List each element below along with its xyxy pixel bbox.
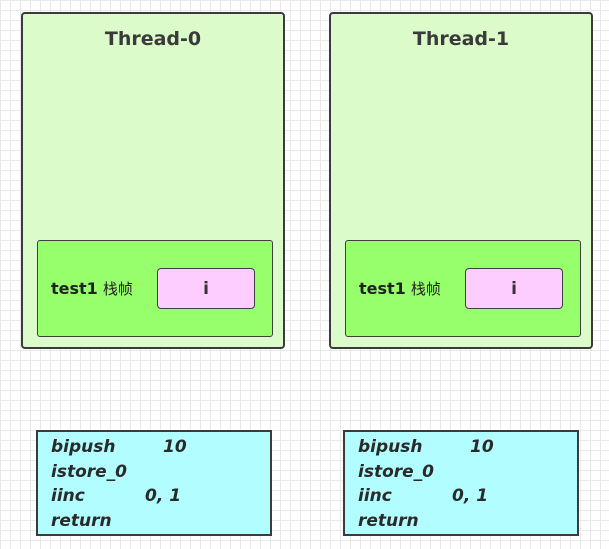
method-name: test1 bbox=[51, 279, 98, 298]
bytecode-arg: 0, 1 bbox=[145, 486, 182, 506]
bytecode-line: istore_0 bbox=[51, 460, 270, 485]
local-variable-box: i bbox=[157, 268, 255, 309]
bytecode-box-0: bipush 10 istore_0 iinc 0, 1 return bbox=[36, 430, 272, 536]
local-variable-box: i bbox=[465, 268, 563, 309]
stack-frame-label: test1 栈帧 bbox=[359, 278, 441, 299]
bytecode-line: istore_0 bbox=[358, 460, 577, 485]
frame-label-text: 栈帧 bbox=[410, 280, 441, 298]
frame-label-text: 栈帧 bbox=[102, 280, 133, 298]
method-name: test1 bbox=[359, 279, 406, 298]
bytecode-op: istore_0 bbox=[51, 461, 127, 482]
bytecode-arg: 10 bbox=[470, 437, 494, 457]
bytecode-line: return bbox=[51, 509, 270, 534]
bytecode-op: return bbox=[358, 510, 419, 531]
stack-frame-label: test1 栈帧 bbox=[51, 278, 133, 299]
bytecode-op: bipush bbox=[358, 437, 423, 457]
thread-1-box: Thread-1 test1 栈帧 i bbox=[329, 12, 593, 349]
bytecode-arg: 0, 1 bbox=[452, 486, 489, 506]
bytecode-op: bipush bbox=[51, 437, 116, 457]
bytecode-line: iinc 0, 1 bbox=[358, 484, 577, 509]
bytecode-line: iinc 0, 1 bbox=[51, 484, 270, 509]
bytecode-op: iinc bbox=[51, 486, 85, 506]
bytecode-op: iinc bbox=[358, 486, 392, 506]
bytecode-box-1: bipush 10 istore_0 iinc 0, 1 return bbox=[343, 430, 579, 536]
thread-title: Thread-0 bbox=[104, 28, 202, 50]
bytecode-arg: 10 bbox=[163, 437, 187, 457]
thread-title: Thread-1 bbox=[412, 28, 510, 50]
stack-frame: test1 栈帧 i bbox=[37, 240, 273, 337]
bytecode-line: bipush 10 bbox=[51, 435, 270, 460]
bytecode-op: istore_0 bbox=[358, 461, 434, 482]
thread-0-box: Thread-0 test1 栈帧 i bbox=[21, 12, 285, 349]
bytecode-line: return bbox=[358, 509, 577, 534]
bytecode-line: bipush 10 bbox=[358, 435, 577, 460]
stack-frame: test1 栈帧 i bbox=[345, 240, 581, 337]
bytecode-op: return bbox=[51, 510, 112, 531]
